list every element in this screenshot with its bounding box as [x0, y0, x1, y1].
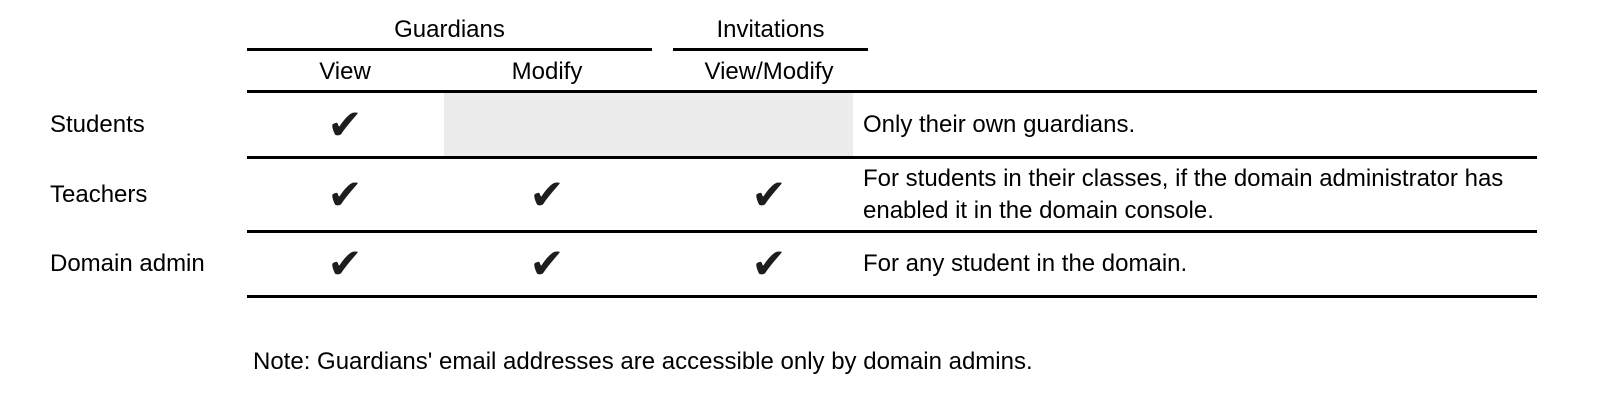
footnote: Note: Guardians' email addresses are acc… [253, 348, 1033, 375]
check-icon: ✔ [751, 239, 787, 288]
row-rule-teachers [247, 230, 1537, 233]
header-rule [247, 90, 1537, 93]
disabled-cell-students-modify-invitations [444, 93, 853, 156]
row-label-teachers: Teachers [50, 180, 148, 208]
check-icon: ✔ [327, 169, 363, 219]
row-rule-domain-admin [247, 295, 1537, 298]
row-rule-students [247, 156, 1537, 159]
note-domain-admin: For any student in the domain. [863, 250, 1188, 277]
cell-domain-admin-guardians-view: ✔ [245, 233, 445, 295]
check-icon: ✔ [751, 169, 787, 219]
guardians-underline [247, 48, 652, 51]
row-label-domain-admin: Domain admin [50, 250, 205, 277]
column-header-view-modify: View/Modify [704, 58, 834, 85]
column-header-modify: Modify [511, 58, 583, 85]
check-icon: ✔ [327, 239, 363, 288]
cell-teachers-guardians-modify: ✔ [447, 159, 647, 230]
cell-teachers-guardians-view: ✔ [245, 159, 445, 230]
cell-domain-admin-guardians-modify: ✔ [447, 233, 647, 295]
check-icon: ✔ [327, 99, 363, 149]
note-teachers: For students in their classes, if the do… [863, 164, 1504, 224]
column-group-guardians: Guardians [394, 16, 505, 43]
row-label-students: Students [50, 110, 145, 138]
check-icon: ✔ [529, 239, 565, 288]
check-icon: ✔ [529, 169, 565, 219]
invitations-underline [673, 48, 868, 51]
column-header-view: View [319, 58, 371, 85]
cell-teachers-invitations-view-modify: ✔ [669, 159, 869, 230]
column-group-invitations: Invitations [716, 16, 825, 43]
note-students: Only their own guardians. [863, 110, 1136, 138]
cell-domain-admin-invitations-view-modify: ✔ [669, 233, 869, 295]
cell-students-guardians-view: ✔ [245, 93, 445, 156]
